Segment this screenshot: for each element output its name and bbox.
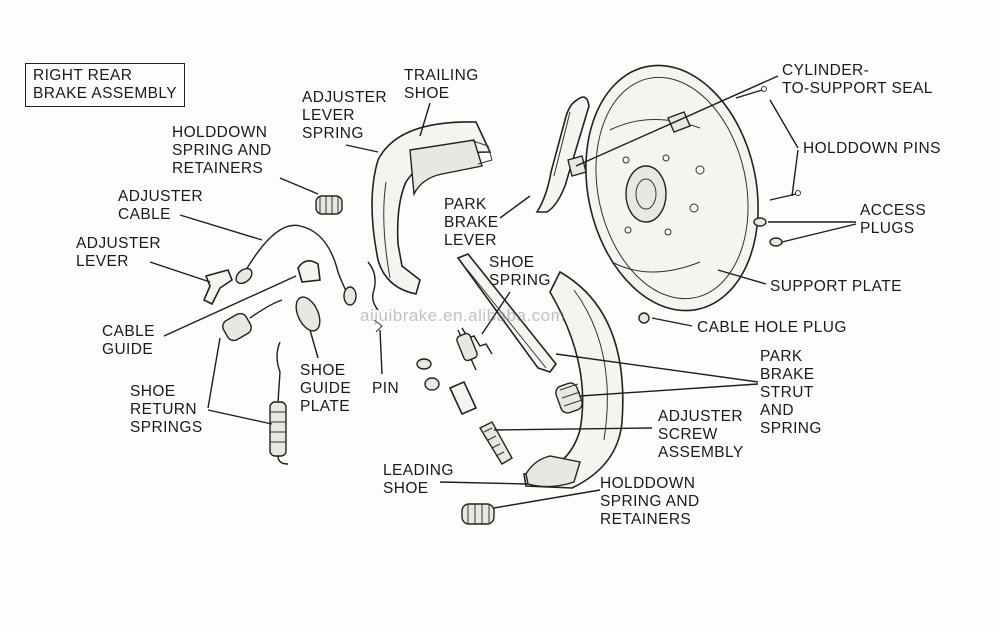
- label-line: BRAKE ASSEMBLY: [33, 85, 178, 102]
- label-line: RETAINERS: [600, 511, 692, 528]
- label-line: GUIDE: [102, 341, 154, 358]
- label-line: AND: [760, 402, 794, 419]
- label-line: GUIDE: [300, 380, 352, 397]
- label-line: ACCESS: [860, 202, 927, 219]
- label-line: PLATE: [300, 398, 350, 415]
- label-line: ADJUSTER: [76, 235, 162, 252]
- label-line: HOLDDOWN: [600, 475, 696, 492]
- label-line: SPRINGS: [130, 419, 203, 436]
- label-line: HOLDDOWN PINS: [803, 140, 941, 157]
- label-line: SPRING AND: [600, 493, 700, 510]
- label-line: PARK: [444, 196, 487, 213]
- label-pin: PIN: [372, 380, 399, 398]
- park-brake-strut-part: [456, 253, 558, 373]
- label-line: SPRING: [302, 125, 364, 142]
- label-line: PIN: [372, 380, 400, 397]
- label-line: TRAILING: [404, 67, 479, 84]
- label-line: RETURN: [130, 401, 197, 418]
- shoe-guide-plate-part: [295, 296, 321, 332]
- adjuster-lever-part: [202, 269, 233, 306]
- label-line: SPRING AND: [172, 142, 272, 159]
- cable-guide-part: [297, 260, 321, 283]
- pin-part: [367, 261, 383, 333]
- label-line: SHOE: [383, 480, 429, 497]
- label-line: SCREW: [658, 426, 718, 443]
- label-holddown-pins: HOLDDOWN PINS: [803, 140, 941, 158]
- label-line: CABLE: [118, 206, 171, 223]
- label-line: LEVER: [76, 253, 129, 270]
- label-line: ADJUSTER: [302, 89, 388, 106]
- label-line: SHOE: [300, 362, 346, 379]
- label-line: PARK: [760, 348, 803, 365]
- label-line: CABLE: [102, 323, 155, 340]
- label-line: LEVER: [444, 232, 497, 249]
- label-line: CABLE HOLE PLUG: [697, 319, 847, 336]
- support-plate-part: [585, 64, 759, 312]
- label-line: RETAINERS: [172, 160, 264, 177]
- label-line: SPRING: [760, 420, 822, 437]
- label-line: HOLDDOWN: [172, 124, 268, 141]
- label-line: STRUT: [760, 384, 814, 401]
- adjuster-cable-part: [235, 224, 357, 306]
- leader-lines: [149, 75, 857, 509]
- trailing-shoe-part: [371, 121, 493, 295]
- watermark: aijuibrake.en.alibaba.com: [360, 306, 566, 325]
- diagram-title: RIGHT REAR BRAKE ASSEMBLY: [33, 67, 177, 103]
- shoe-return-springs-part: [222, 299, 289, 465]
- label-cylinder-seal: CYLINDER-TO-SUPPORT SEAL: [782, 62, 933, 98]
- label-line: BRAKE: [444, 214, 499, 231]
- label-line: RIGHT REAR: [33, 67, 133, 84]
- label-line: SHOE: [489, 254, 535, 271]
- holddown-spring-top: [315, 195, 343, 215]
- label-line: SUPPORT PLATE: [770, 278, 902, 295]
- park-brake-lever-part: [535, 96, 590, 213]
- label-line: ADJUSTER: [118, 188, 204, 205]
- label-support-plate: SUPPORT PLATE: [770, 278, 902, 296]
- label-line: PLUGS: [860, 220, 915, 237]
- label-line: CYLINDER-: [782, 62, 870, 79]
- label-line: SHOE: [404, 85, 450, 102]
- leading-shoe-part: [523, 270, 624, 489]
- cable-hole-plug-part: [638, 312, 650, 324]
- label-line: SHOE: [130, 383, 176, 400]
- adjuster-screw-part: [416, 358, 513, 465]
- label-line: ASSEMBLY: [658, 444, 744, 461]
- label-line: LEVER: [302, 107, 355, 124]
- label-line: BRAKE: [760, 366, 815, 383]
- shoe-spring-part: [456, 327, 493, 371]
- label-line: TO-SUPPORT SEAL: [782, 80, 933, 97]
- label-line: LEADING: [383, 462, 454, 479]
- holddown-spring-bottom: [461, 503, 495, 525]
- label-line: SPRING: [489, 272, 551, 289]
- title-box: [25, 63, 185, 107]
- label-cable-hole-plug: CABLE HOLE PLUG: [697, 319, 847, 337]
- label-line: ADJUSTER: [658, 408, 744, 425]
- park-brake-strut-spring: [555, 382, 583, 414]
